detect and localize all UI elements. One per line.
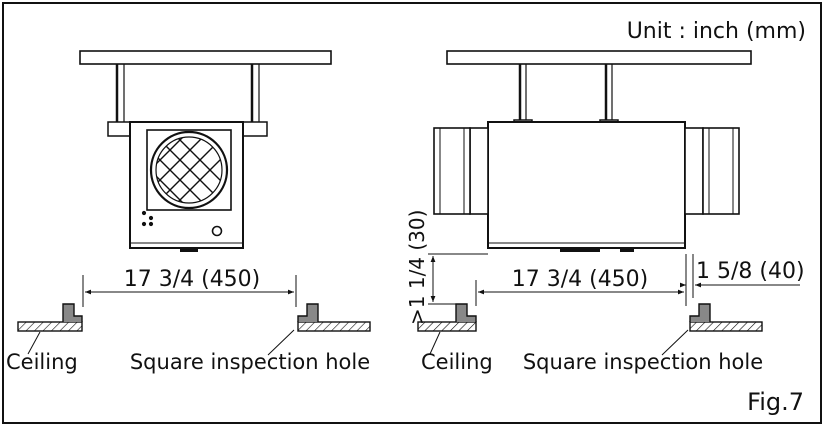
- side-ceiling-left: [417, 321, 477, 332]
- unit-label: Unit : inch (mm): [627, 19, 806, 44]
- front-hole-frame-right: [297, 303, 319, 322]
- front-duct-frame: [146, 129, 232, 211]
- side-duct-left-collar: [469, 127, 489, 215]
- side-ceiling-slab: [446, 50, 752, 65]
- front-ceiling-right: [297, 321, 371, 332]
- side-hole-label: Square inspection hole: [523, 350, 763, 374]
- front-width-dimension: 17 3/4 (450): [124, 267, 261, 292]
- front-bracket-left: [107, 121, 133, 137]
- front-duct-circle: [149, 130, 229, 210]
- front-ceiling-label: Ceiling: [6, 350, 78, 374]
- front-ceiling-slab: [79, 50, 332, 65]
- front-hole-label: Square inspection hole: [130, 350, 370, 374]
- side-unit-body: [487, 121, 686, 249]
- side-offset-dimension: 1 5/8 (40): [696, 259, 805, 284]
- side-width-dimension: 17 3/4 (450): [512, 267, 649, 292]
- side-ceiling-right: [689, 321, 763, 332]
- side-hole-frame-left: [455, 303, 477, 322]
- figure-label: Fig.7: [747, 388, 804, 416]
- front-hole-frame-left: [62, 303, 83, 322]
- front-grille: [156, 137, 222, 203]
- side-duct-right: [702, 127, 740, 215]
- side-duct-right-collar: [684, 127, 704, 215]
- side-duct-left: [433, 127, 471, 215]
- front-ceiling-left: [17, 321, 83, 332]
- front-knob: [211, 225, 223, 237]
- front-view: [17, 50, 371, 356]
- front-bracket-right: [242, 121, 268, 137]
- side-ceiling-label: Ceiling: [421, 350, 493, 374]
- side-hole-frame-right: [689, 303, 711, 322]
- side-clearance-dimension: >1 1/4 (30): [405, 210, 429, 325]
- side-view: [417, 50, 800, 356]
